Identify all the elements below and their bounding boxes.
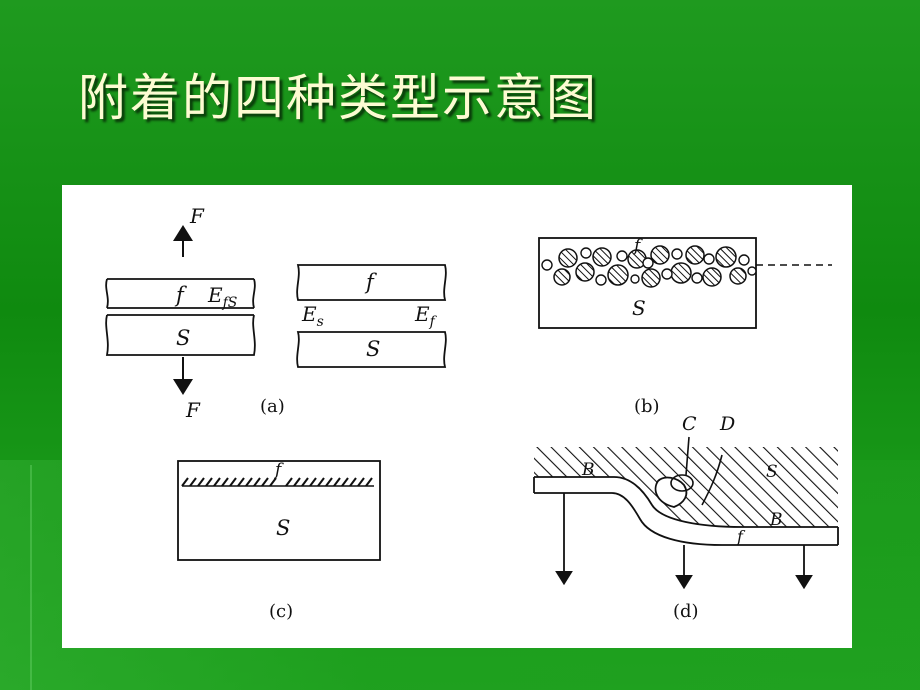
chemical-bond-box <box>177 460 381 561</box>
adhesion-diagram: F f EfS S F f Es Ef S (a) f <box>105 204 839 622</box>
interdiffusion-particles <box>541 245 757 288</box>
panel-a: F f EfS S F f Es Ef S (a) <box>105 204 447 422</box>
label-d: D <box>719 413 735 435</box>
bond-substrate-label: S <box>276 516 290 540</box>
caption-c: (c) <box>269 601 293 622</box>
mixed-substrate-label: S <box>632 296 646 320</box>
interface-energy-label: EfS <box>207 283 237 311</box>
label-c: C <box>682 413 697 435</box>
background-accent <box>30 465 920 690</box>
bond-hatching <box>181 477 373 487</box>
energy-s-label: Es <box>301 302 324 330</box>
substrate-layer-outline <box>105 314 256 356</box>
separated-film-label: f <box>364 270 377 294</box>
film-label: f <box>174 283 187 307</box>
label-b-left: B <box>581 460 595 480</box>
separated-substrate-label: S <box>366 337 380 361</box>
diagram-panel: F f EfS S F f Es Ef S (a) f <box>62 185 852 648</box>
separated-substrate-layer <box>296 331 447 368</box>
caption-a: (a) <box>260 396 285 417</box>
slide-title: 附着的四种类型示意图 <box>78 69 598 127</box>
pointer-d-line <box>701 454 723 506</box>
mixed-film-label: f <box>632 236 643 256</box>
force-top-label: F <box>189 204 205 228</box>
separated-film-layer <box>296 264 447 301</box>
panel-d: C D B S B f (d) <box>533 413 839 622</box>
label-b-right: B <box>769 510 783 530</box>
film-layer-outline <box>105 278 256 309</box>
caption-d: (d) <box>673 601 699 622</box>
energy-f-label: Ef <box>414 302 438 330</box>
film-bottom-edge <box>534 492 838 546</box>
interlock-pocket <box>654 476 688 508</box>
bond-film-label: f <box>273 460 284 480</box>
pointer-c-line <box>685 436 690 476</box>
label-s: S <box>766 462 778 482</box>
anchor-circle <box>670 474 694 492</box>
film-top-edge <box>534 476 838 528</box>
panel-c: f S (c) <box>177 460 381 622</box>
mixed-interface-box <box>538 237 757 329</box>
substrate-label: S <box>176 326 190 350</box>
label-film: f <box>736 527 746 546</box>
panel-b: f S (b) <box>538 236 832 417</box>
force-bottom-label: F <box>185 398 201 422</box>
caption-b: (b) <box>634 396 660 417</box>
